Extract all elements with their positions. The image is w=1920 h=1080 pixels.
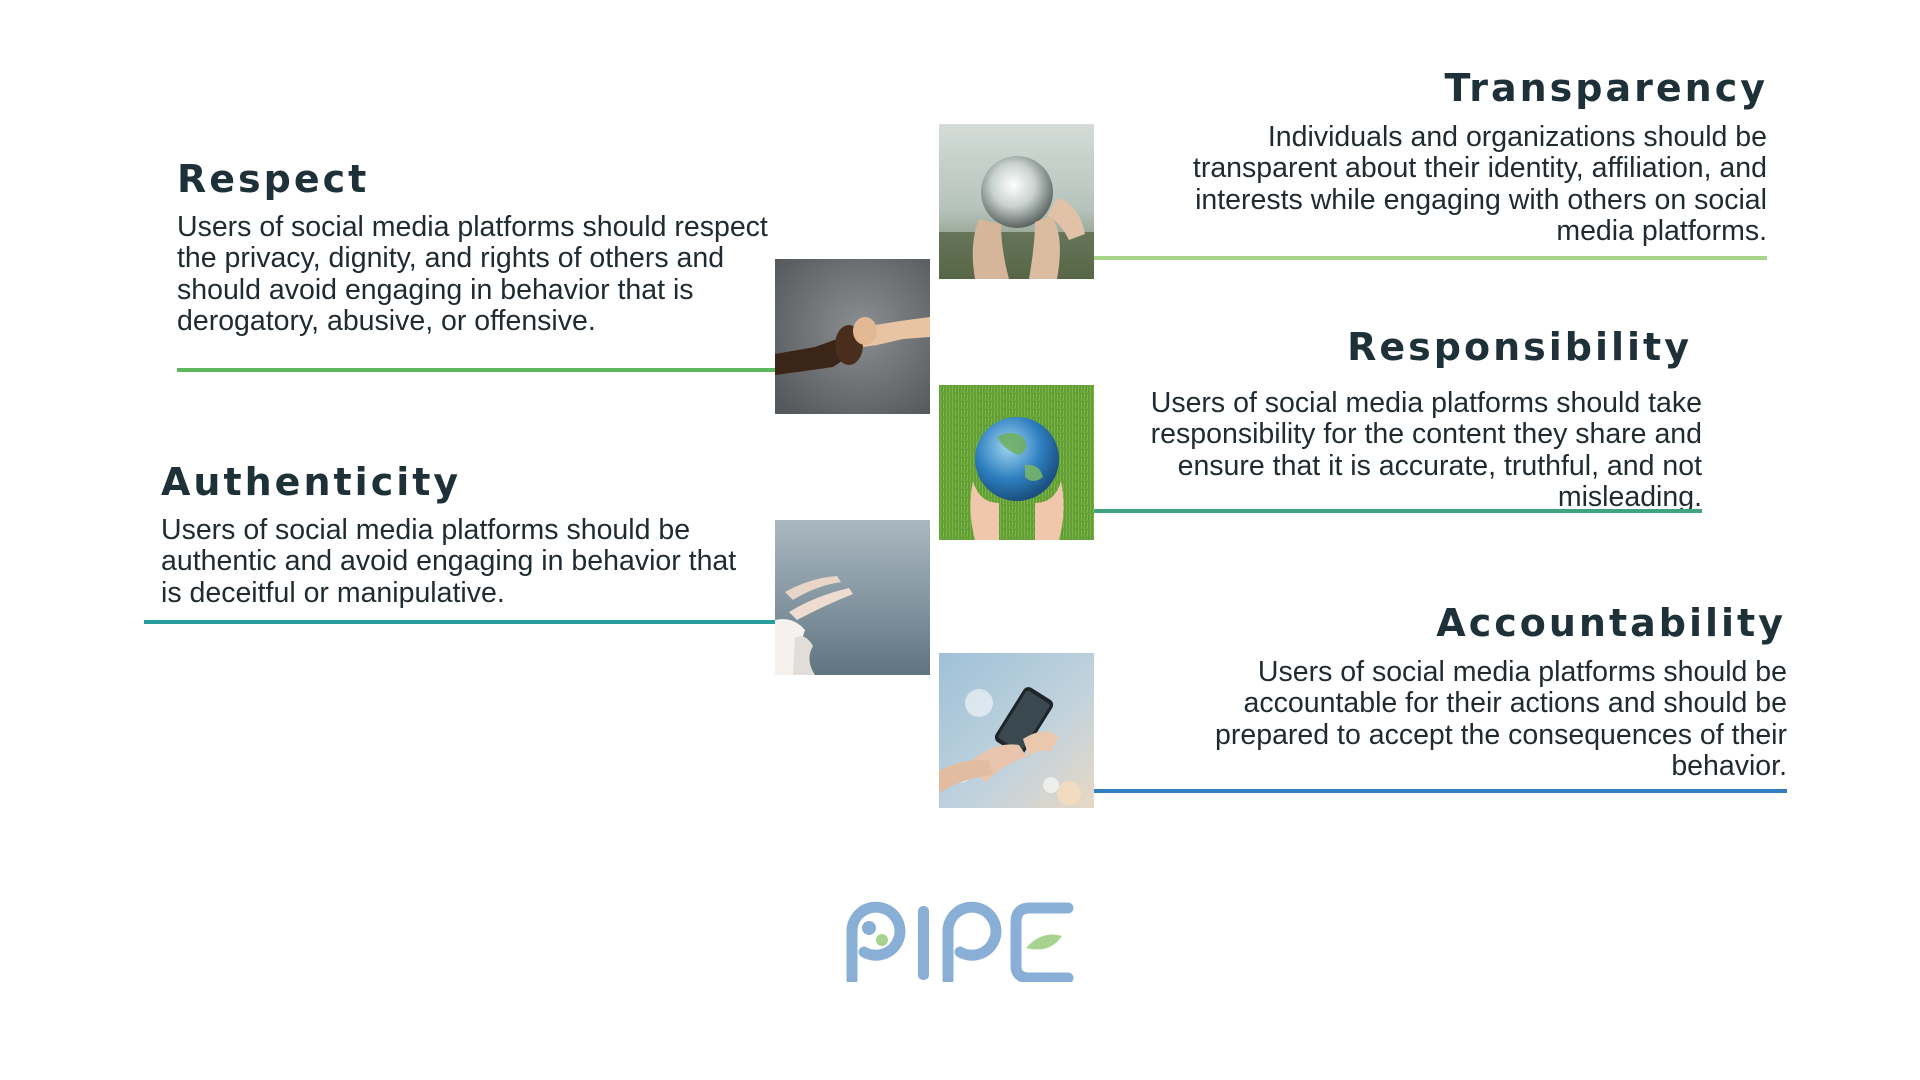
smartphone-in-hand-photo	[939, 653, 1094, 808]
pipe-logo	[846, 900, 1078, 986]
respect-description: Users of social media platforms should r…	[177, 211, 768, 337]
accountability-heading: Accountability	[1436, 601, 1786, 645]
accountability-underline	[1094, 789, 1787, 793]
hands-over-water-photo	[775, 520, 930, 675]
accountability-description: Users of social media platforms should b…	[1215, 656, 1787, 782]
responsibility-heading: Responsibility	[1347, 325, 1692, 369]
authenticity-underline	[144, 620, 775, 624]
responsibility-description: Users of social media platforms should t…	[1150, 387, 1702, 513]
respect-heading: Respect	[177, 157, 370, 201]
responsibility-underline	[1094, 509, 1702, 513]
transparency-description: Individuals and organizations should be …	[1192, 121, 1767, 247]
transparency-heading: Transparency	[1444, 66, 1768, 110]
authenticity-description: Users of social media platforms should b…	[161, 514, 737, 609]
globe-in-hands-photo	[939, 385, 1094, 540]
transparency-underline	[1094, 256, 1767, 260]
authenticity-heading: Authenticity	[161, 460, 462, 504]
respect-underline	[177, 368, 775, 372]
crystal-ball-photo	[939, 124, 1094, 279]
fist-bump-photo	[775, 259, 930, 414]
